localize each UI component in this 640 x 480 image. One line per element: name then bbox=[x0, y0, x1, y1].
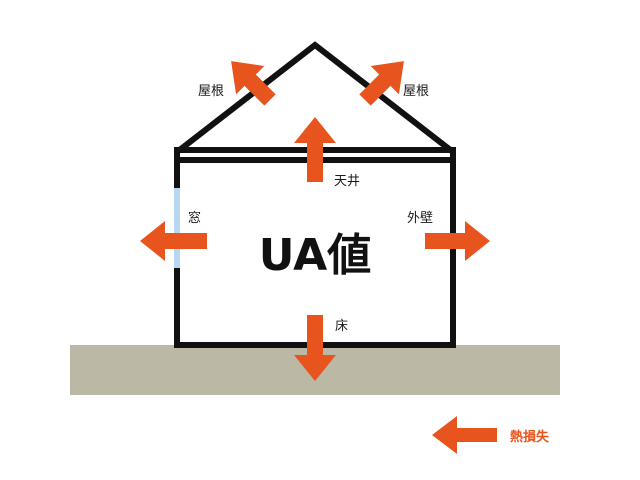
roof-left-arrow bbox=[231, 61, 276, 106]
roof-left-label: 屋根 bbox=[198, 84, 224, 99]
exterior-wall-label: 外壁 bbox=[407, 211, 433, 226]
roof-line bbox=[175, 41, 455, 155]
floor-arrow bbox=[294, 315, 336, 381]
ceiling-arrow bbox=[294, 117, 336, 182]
legend-arrow bbox=[432, 416, 497, 454]
ceiling-label: 天井 bbox=[334, 174, 360, 189]
roof-right-arrow bbox=[359, 61, 404, 106]
exterior-wall-arrow bbox=[425, 221, 490, 261]
window-pane bbox=[174, 188, 180, 268]
center-label: UA値 bbox=[259, 230, 371, 281]
heat-loss-arrows bbox=[140, 61, 497, 454]
window-arrow bbox=[140, 221, 207, 261]
window-label: 窓 bbox=[188, 210, 201, 226]
floor-label: 床 bbox=[335, 319, 348, 334]
legend-label: 熱損失 bbox=[510, 429, 550, 445]
roof-right-label: 屋根 bbox=[403, 84, 429, 99]
